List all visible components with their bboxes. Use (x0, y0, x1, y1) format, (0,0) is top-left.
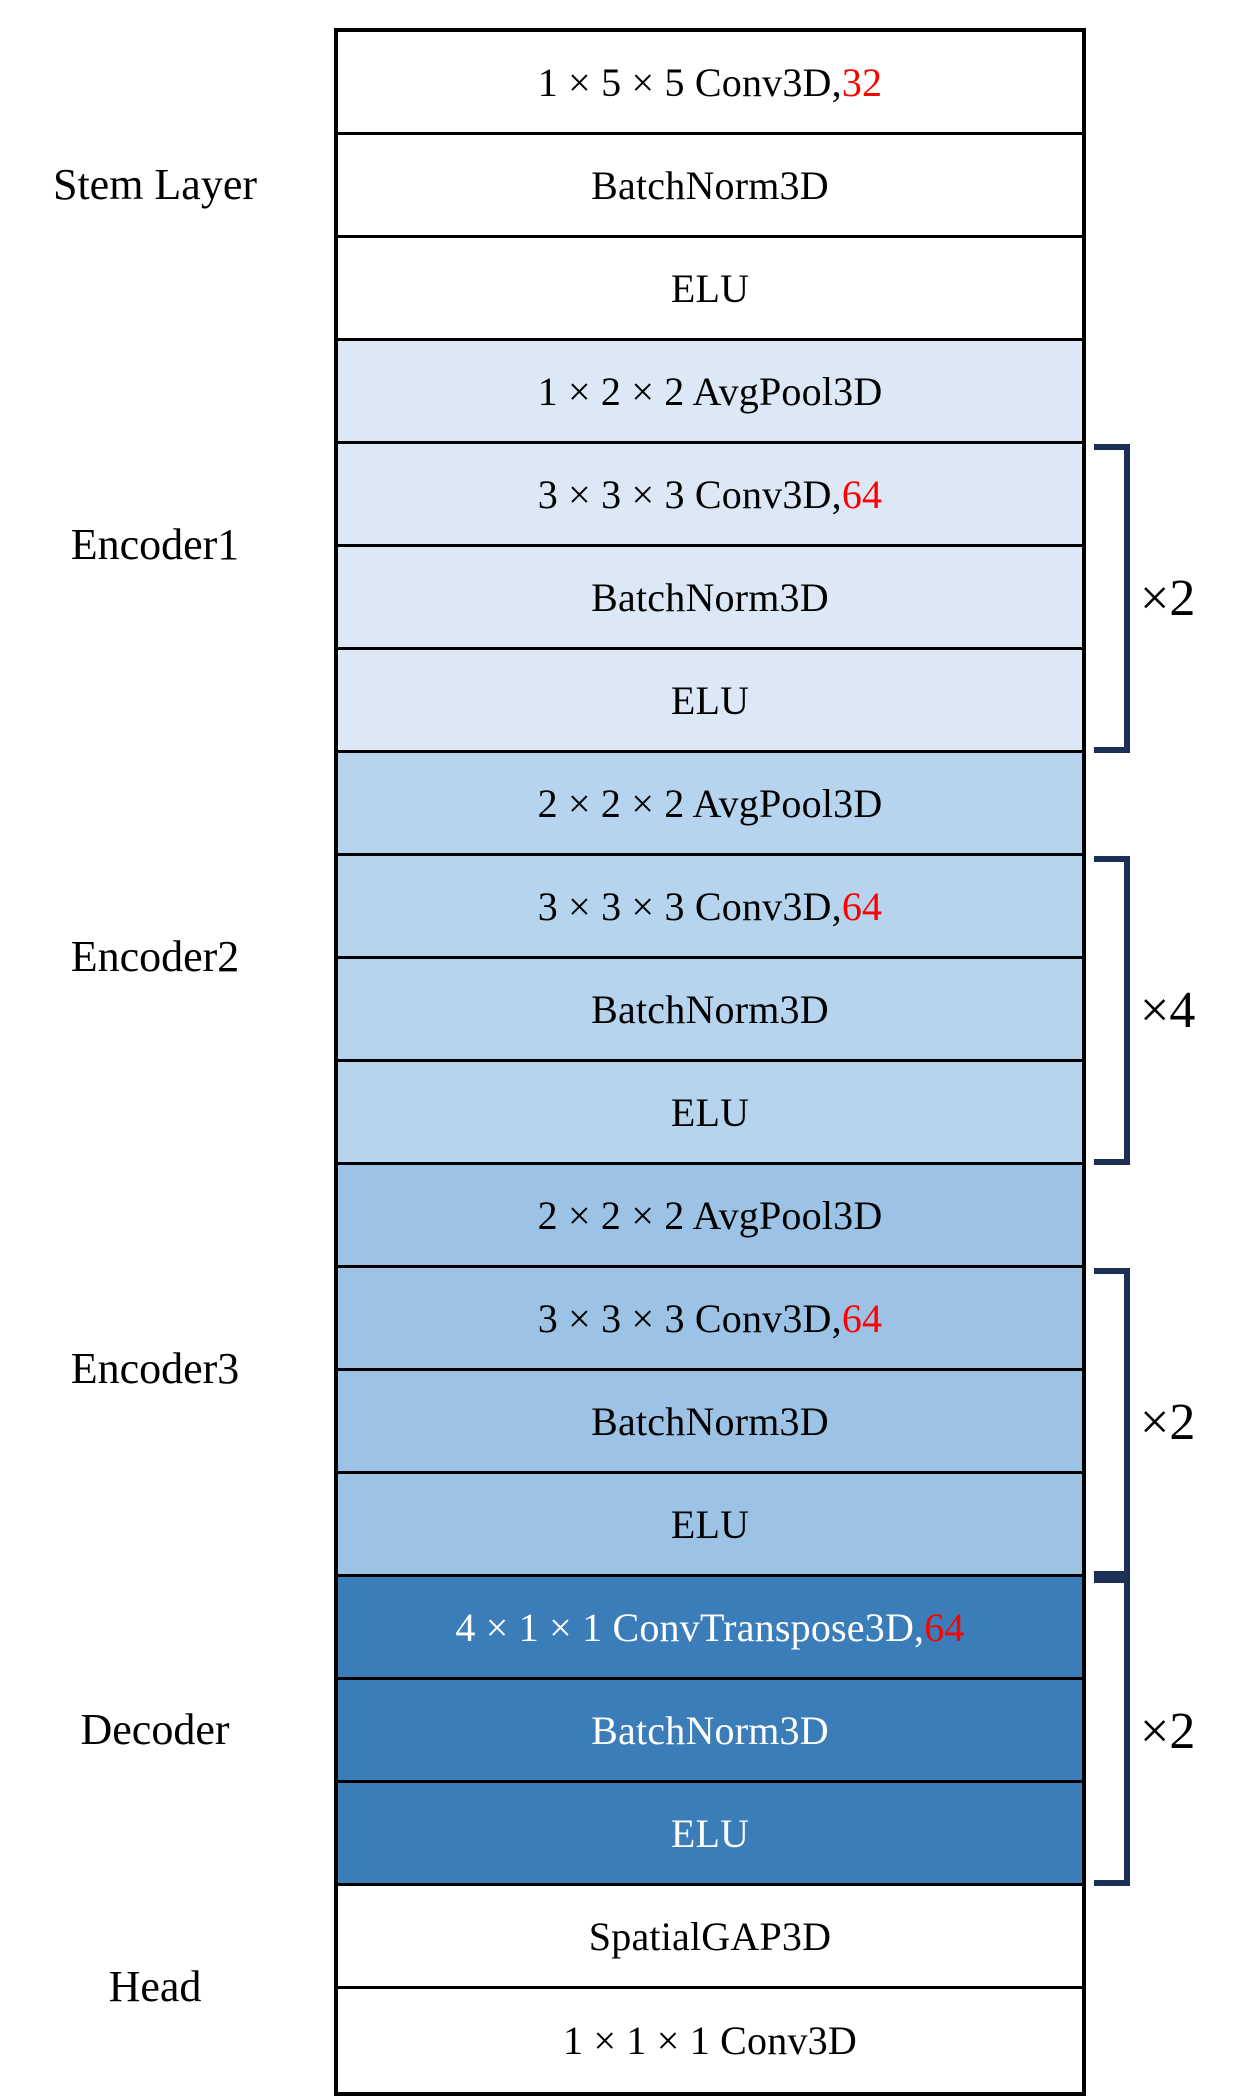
group-label-decoder: Decoder (80, 1704, 230, 1754)
layer-row-label: BatchNorm3D (591, 986, 829, 1032)
layer-channel-count: 32 (841, 59, 883, 105)
layer-row-label: 3 × 3 × 3 Conv3D, (537, 1295, 842, 1341)
repeat-count-label: ×4 (1140, 981, 1196, 1039)
layer-row-label: 1 × 2 × 2 AvgPool3D (537, 368, 883, 414)
layer-row: ELU (338, 650, 1082, 753)
repeat-count-label: ×2 (1140, 1702, 1196, 1760)
layer-row-label: BatchNorm3D (591, 1707, 829, 1753)
layer-row-label: ELU (670, 1810, 750, 1856)
layer-row-label: BatchNorm3D (591, 162, 829, 208)
layer-row: 2 × 2 × 2 AvgPool3D (338, 1165, 1082, 1268)
repeat-bracket-encoder2: ×4 (1094, 856, 1195, 1165)
layer-row: ELU (338, 1783, 1082, 1886)
layer-row: SpatialGAP3D (338, 1886, 1082, 1989)
layer-row-label: 3 × 3 × 3 Conv3D, (537, 883, 842, 929)
group-label-encoder3: Encoder3 (70, 1344, 240, 1393)
repeat-bracket-encoder1: ×2 (1094, 444, 1195, 753)
repeat-bracket-encoder3: ×2 (1094, 1268, 1195, 1577)
layer-channel-count: 64 (841, 471, 883, 517)
layer-row-label: 1 × 1 × 1 Conv3D (563, 2018, 857, 2063)
layer-row-label: BatchNorm3D (591, 1398, 829, 1444)
bracket-icon (1094, 1268, 1130, 1577)
layer-row-label: ELU (670, 265, 750, 311)
layer-row: 3 × 3 × 3 Conv3D, 64 (338, 1268, 1082, 1371)
layer-row-label: SpatialGAP3D (588, 1913, 832, 1959)
layer-row: 4 × 1 × 1 ConvTranspose3D, 64 (338, 1577, 1082, 1680)
layer-row: 1 × 5 × 5 Conv3D, 32 (338, 32, 1082, 135)
repeat-count-label: ×2 (1140, 1393, 1196, 1451)
layer-row: 2 × 2 × 2 AvgPool3D (338, 753, 1082, 856)
group-label-stem: Stem Layer (52, 159, 258, 209)
layer-row-label: ELU (670, 1089, 750, 1135)
layer-row-label: BatchNorm3D (591, 574, 829, 620)
repeat-bracket-decoder: ×2 (1094, 1577, 1195, 1886)
layer-row-label: 3 × 3 × 3 Conv3D, (537, 471, 842, 517)
bracket-icon (1094, 1577, 1130, 1886)
layer-row-label: 2 × 2 × 2 AvgPool3D (537, 1192, 883, 1238)
layer-row: BatchNorm3D (338, 1680, 1082, 1783)
layer-row: 1 × 1 × 1 Conv3D (338, 1989, 1082, 2092)
bracket-icon (1094, 444, 1130, 753)
group-label-encoder1: Encoder1 (70, 520, 240, 569)
layer-channel-count: 64 (841, 883, 883, 929)
layer-row: 1 × 2 × 2 AvgPool3D (338, 341, 1082, 444)
layer-row: ELU (338, 1062, 1082, 1165)
layer-row: BatchNorm3D (338, 547, 1082, 650)
layer-row: BatchNorm3D (338, 959, 1082, 1062)
layer-row-label: 4 × 1 × 1 ConvTranspose3D, (455, 1604, 925, 1650)
layer-row: BatchNorm3D (338, 1371, 1082, 1474)
layer-row-label: 2 × 2 × 2 AvgPool3D (537, 780, 883, 826)
bracket-icon (1094, 856, 1130, 1165)
layer-channel-count: 64 (841, 1295, 883, 1341)
group-label-encoder2: Encoder2 (70, 932, 240, 981)
layer-row-label: 1 × 5 × 5 Conv3D, (537, 59, 842, 105)
layer-row: 3 × 3 × 3 Conv3D, 64 (338, 444, 1082, 547)
layer-row: ELU (338, 238, 1082, 341)
layer-channel-count: 64 (924, 1604, 965, 1650)
repeat-count-label: ×2 (1140, 569, 1196, 627)
layer-row: ELU (338, 1474, 1082, 1577)
group-label-head: Head (108, 1962, 202, 2011)
layer-row-label: ELU (670, 1501, 750, 1547)
layer-row-label: ELU (670, 677, 750, 723)
layer-row: 3 × 3 × 3 Conv3D, 64 (338, 856, 1082, 959)
layer-row: BatchNorm3D (338, 135, 1082, 238)
